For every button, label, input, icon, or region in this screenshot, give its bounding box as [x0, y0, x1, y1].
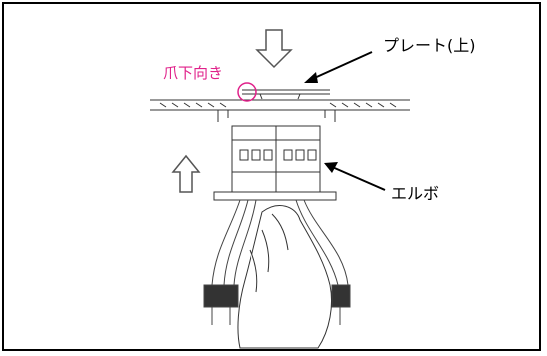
- plate-leader-line: [309, 51, 373, 81]
- elbow-connector: [213, 125, 337, 201]
- cables: [203, 199, 351, 325]
- plate-label: プレート(上): [383, 36, 476, 55]
- claw-indicator-circle: [237, 82, 257, 102]
- plate-leader-arrowhead: [304, 72, 318, 83]
- down-arrow-icon: [255, 29, 293, 69]
- elbow-leader-arrowhead: [324, 162, 338, 173]
- up-arrow-icon: [171, 154, 201, 193]
- ceiling-board: [150, 99, 410, 122]
- hand-illustration: [237, 205, 332, 349]
- claw-direction-label: 爪下向き: [163, 64, 224, 82]
- upper-plate: [242, 89, 330, 100]
- elbow-leader-line: [329, 165, 386, 191]
- elbow-label: エルボ: [391, 184, 440, 203]
